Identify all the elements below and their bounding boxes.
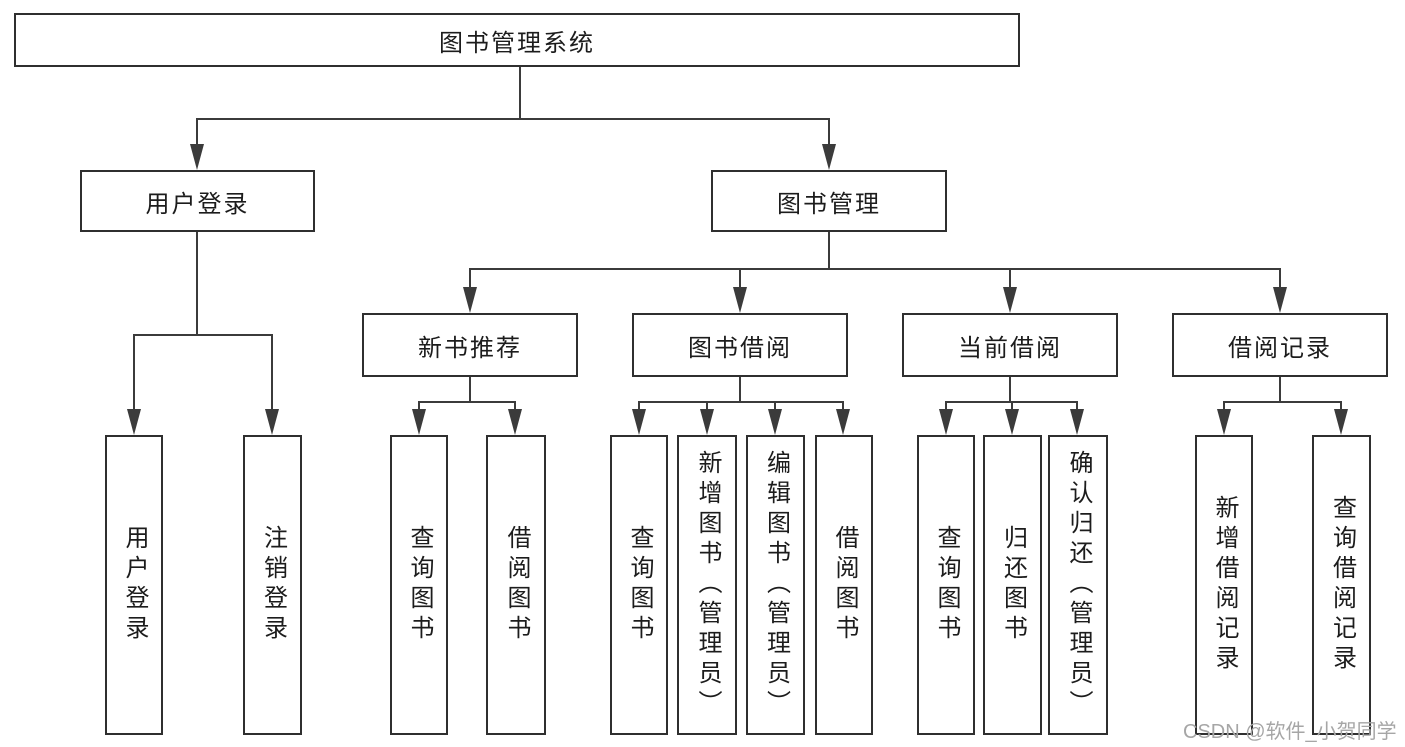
arrowhead-down-icon: [1334, 409, 1348, 435]
arrowhead-down-icon: [1005, 409, 1019, 435]
node-current-borrowing-label: 当前借阅: [958, 334, 1062, 362]
connector-leaf-stem: [418, 401, 420, 411]
node-book-management: 图书管理: [711, 170, 947, 232]
csdn-watermark: CSDN @软件_小贺同学: [1183, 721, 1397, 743]
leaf-label: 新增借阅记录: [1211, 495, 1238, 675]
connector-user-login-rail: [133, 334, 273, 336]
node-book-borrowing-label: 图书借阅: [688, 334, 792, 362]
leaf-borrow-books-1: 借阅图书: [486, 435, 546, 735]
arrowhead-down-icon: [1273, 287, 1287, 313]
leaf-edit-books-admin: 编辑图书（管理员）: [746, 435, 805, 735]
connector-rail: [638, 401, 844, 403]
connector-l3-stem: [739, 268, 741, 290]
arrowhead-down-icon: [127, 409, 141, 435]
leaf-label: 借阅图书: [503, 525, 530, 645]
node-new-book-recommend-label: 新书推荐: [418, 334, 522, 362]
leaf-query-books-2: 查询图书: [610, 435, 668, 735]
arrowhead-down-icon: [768, 409, 782, 435]
arrowhead-down-icon: [1003, 287, 1017, 313]
connector-leaf-stem: [706, 401, 708, 411]
connector-stem: [739, 377, 741, 403]
connector-root-stem: [519, 67, 521, 120]
connector-leaf-stem: [638, 401, 640, 411]
connector-l3-stem: [1279, 268, 1281, 290]
leaf-confirm-return-admin: 确认归还（管理员）: [1048, 435, 1108, 735]
leaf-return-books: 归还图书: [983, 435, 1042, 735]
connector-leaf-stem: [514, 401, 516, 411]
node-book-management-label: 图书管理: [777, 190, 881, 218]
connector-leaf-stem: [774, 401, 776, 411]
arrowhead-down-icon: [700, 409, 714, 435]
leaf-add-borrow-record: 新增借阅记录: [1195, 435, 1253, 735]
arrowhead-down-icon: [412, 409, 426, 435]
connector-stem: [1279, 377, 1281, 403]
leaf-query-books-1: 查询图书: [390, 435, 448, 735]
connector-l3-stem: [1009, 268, 1011, 290]
leaf-label: 查询借阅记录: [1328, 495, 1356, 675]
connector-l3-stem: [469, 268, 471, 290]
connector-leaf-stem: [1076, 401, 1078, 411]
leaf-label: 归还图书: [999, 525, 1027, 645]
leaf-logout: 注销登录: [243, 435, 302, 735]
connector-stem-book-mgmt: [828, 118, 830, 146]
leaf-label: 查询图书: [933, 525, 960, 645]
leaf-label: 借阅图书: [831, 525, 858, 645]
connector-stem: [469, 377, 471, 403]
arrowhead-down-icon: [632, 409, 646, 435]
connector-leaf-stem: [842, 401, 844, 411]
connector-stem-user-login: [196, 118, 198, 146]
arrowhead-down-icon: [508, 409, 522, 435]
connector-leaf-stem: [945, 401, 947, 411]
connector-leaf-stem: [133, 334, 135, 411]
node-root-label: 图书管理系统: [439, 29, 595, 57]
leaf-add-books-admin: 新增图书（管理员）: [677, 435, 737, 735]
arrowhead-down-icon: [265, 409, 279, 435]
arrowhead-down-icon: [836, 409, 850, 435]
arrowhead-down-icon: [733, 287, 747, 313]
leaf-query-borrow-record: 查询借阅记录: [1312, 435, 1371, 735]
connector-leaf-stem: [1340, 401, 1342, 411]
arrowhead-down-icon: [190, 144, 204, 170]
arrowhead-down-icon: [463, 287, 477, 313]
connector-book-mgmt-stem: [828, 232, 830, 270]
connector-level1-rail: [196, 118, 830, 120]
node-borrowing-records-label: 借阅记录: [1228, 334, 1332, 362]
arrowhead-down-icon: [1070, 409, 1084, 435]
leaf-label: 新增图书（管理员）: [694, 450, 721, 720]
connector-rail: [1223, 401, 1342, 403]
arrowhead-down-icon: [939, 409, 953, 435]
node-current-borrowing: 当前借阅: [902, 313, 1118, 377]
leaf-label: 确认归还（管理员）: [1065, 450, 1092, 720]
leaf-label: 查询图书: [406, 525, 433, 645]
connector-leaf-stem: [1223, 401, 1225, 411]
arrowhead-down-icon: [822, 144, 836, 170]
leaf-borrow-books-2: 借阅图书: [815, 435, 873, 735]
connector-rail: [418, 401, 516, 403]
node-new-book-recommend: 新书推荐: [362, 313, 578, 377]
leaf-label: 编辑图书（管理员）: [762, 450, 790, 720]
connector-user-login-stem: [196, 232, 198, 336]
node-user-login: 用户登录: [80, 170, 315, 232]
leaf-label: 查询图书: [626, 525, 653, 645]
node-book-borrowing: 图书借阅: [632, 313, 848, 377]
arrowhead-down-icon: [1217, 409, 1231, 435]
node-root: 图书管理系统: [14, 13, 1020, 67]
connector-leaf-stem: [1011, 401, 1013, 411]
leaf-user-login-label: 用户登录: [121, 525, 148, 645]
leaf-query-books-3: 查询图书: [917, 435, 975, 735]
leaf-logout-label: 注销登录: [259, 525, 287, 645]
leaf-user-login: 用户登录: [105, 435, 163, 735]
connector-level3-rail: [469, 268, 1281, 270]
node-borrowing-records: 借阅记录: [1172, 313, 1388, 377]
connector-leaf-stem: [271, 334, 273, 411]
connector-stem: [1009, 377, 1011, 403]
node-user-login-label: 用户登录: [145, 190, 250, 218]
